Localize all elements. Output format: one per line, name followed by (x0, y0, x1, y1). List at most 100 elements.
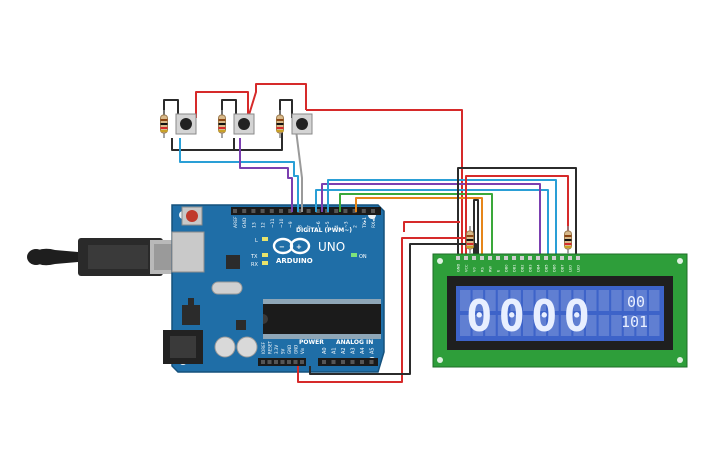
power-pin[interactable] (293, 360, 298, 364)
digital-pin[interactable] (334, 209, 339, 213)
digital-pin[interactable] (361, 209, 366, 213)
resistor-3 (276, 110, 284, 138)
wire-blue (327, 179, 557, 258)
lcd-pin-label: RW (489, 266, 493, 272)
digital-pin[interactable] (242, 209, 247, 213)
wire-black (171, 138, 235, 151)
wire-orange (355, 197, 483, 258)
digital-pin-label: 7 (307, 225, 313, 228)
lcd-pin[interactable] (576, 256, 580, 260)
svg-text:−: − (279, 243, 285, 251)
lcd-pin[interactable] (464, 256, 468, 260)
lcd-pin[interactable] (528, 256, 532, 260)
power-pin[interactable] (300, 360, 304, 364)
analog-pin-label: A4 (360, 347, 366, 354)
analog-pin[interactable] (341, 360, 345, 364)
digital-pin[interactable] (260, 209, 265, 213)
lcd-big-digits: 0000 (466, 291, 596, 342)
lcd-pin[interactable] (472, 256, 476, 260)
lcd-pin[interactable] (480, 256, 484, 260)
lcd-pin[interactable] (560, 256, 564, 260)
lcd-pin-label: LED (569, 265, 573, 272)
push-button-2[interactable] (233, 113, 255, 135)
power-pin[interactable] (287, 360, 291, 364)
arduino-model-label: UNO (318, 240, 345, 254)
digital-pin[interactable] (251, 209, 256, 213)
digital-pin[interactable] (233, 209, 237, 213)
lcd-pin[interactable] (496, 256, 500, 260)
wire-green (339, 193, 493, 258)
lcd-pin[interactable] (536, 256, 540, 260)
digital-pin-label: ~9 (288, 221, 294, 228)
power-pin-label: 3.3V (274, 345, 279, 354)
push-button-1[interactable] (175, 113, 197, 135)
analog-pin[interactable] (369, 360, 374, 364)
analog-pin[interactable] (331, 360, 336, 364)
lcd-pin-label: DB6 (553, 264, 557, 272)
reset-button[interactable] (181, 206, 203, 226)
digital-pin-label: ~5 (325, 221, 331, 228)
wire-black (234, 130, 283, 151)
digital-pin[interactable] (297, 209, 302, 213)
analog-pin-label: A0 (322, 347, 328, 354)
lcd-pin[interactable] (504, 256, 508, 260)
lcd-pin[interactable] (544, 256, 548, 260)
wire-black (457, 167, 577, 258)
digital-pin[interactable] (269, 209, 274, 213)
power-pin-label: GND (287, 345, 292, 354)
wire-purple (321, 183, 541, 258)
lcd-pin-label: VCC (465, 264, 469, 272)
analog-pin[interactable] (322, 360, 326, 364)
digital-pin[interactable] (306, 209, 311, 213)
lcd-pin[interactable] (456, 256, 460, 260)
wire-red (195, 91, 249, 118)
wire-red (247, 83, 307, 119)
lcd-pin[interactable] (488, 256, 492, 260)
digital-pin-label: 4 (334, 225, 340, 228)
digital-pin[interactable] (279, 209, 283, 213)
lcd-pin-label: DB4 (537, 264, 541, 272)
lcd-pin[interactable] (520, 256, 524, 260)
analog-pin-label: A1 (332, 347, 338, 354)
wire-black (163, 99, 179, 118)
power-pin-label: GND (294, 345, 299, 354)
lcd-pin-label: V0 (473, 267, 477, 272)
wire-purple (239, 138, 293, 212)
lcd-resistor-backlight (564, 226, 572, 254)
digital-pin-label: TX▸1 (362, 217, 368, 229)
led-l-label: L (255, 238, 258, 244)
lcd-pin-label: E (497, 269, 501, 272)
push-button-3[interactable] (291, 113, 313, 135)
wire-red (297, 237, 470, 383)
digital-pin[interactable] (371, 209, 375, 213)
lcd-pin[interactable] (568, 256, 572, 260)
power-pin[interactable] (267, 360, 272, 364)
lcd-screen (456, 286, 664, 341)
power-pin[interactable] (274, 360, 278, 364)
digital-pin[interactable] (288, 209, 293, 213)
resistor-1 (160, 110, 168, 138)
lcd-pin[interactable] (552, 256, 556, 260)
wires (163, 83, 577, 383)
wire-red (403, 221, 460, 232)
digital-pin[interactable] (343, 209, 348, 213)
power-label: POWER (299, 339, 324, 346)
atmega-chip (263, 299, 381, 339)
lcd-pin[interactable] (512, 256, 516, 260)
wire-black (279, 99, 293, 118)
digital-pin-label: 2 (353, 225, 359, 228)
analog-pin[interactable] (360, 360, 364, 364)
lcd-pin-label: DB5 (545, 264, 549, 272)
power-pin[interactable] (261, 360, 265, 364)
digital-pin-label: AREF (233, 216, 239, 228)
digital-pin[interactable] (315, 209, 320, 213)
digital-pin-label: ~6 (316, 221, 322, 228)
power-pin-label: IOREF (261, 341, 266, 354)
led-tx-label: TX (250, 254, 258, 260)
power-pin[interactable] (280, 360, 285, 364)
analog-pin[interactable] (350, 360, 355, 364)
digital-header-label: DIGITAL (PWM~) (296, 227, 352, 234)
digital-pin[interactable] (352, 209, 357, 213)
digital-pin-label: 8 (297, 225, 303, 228)
